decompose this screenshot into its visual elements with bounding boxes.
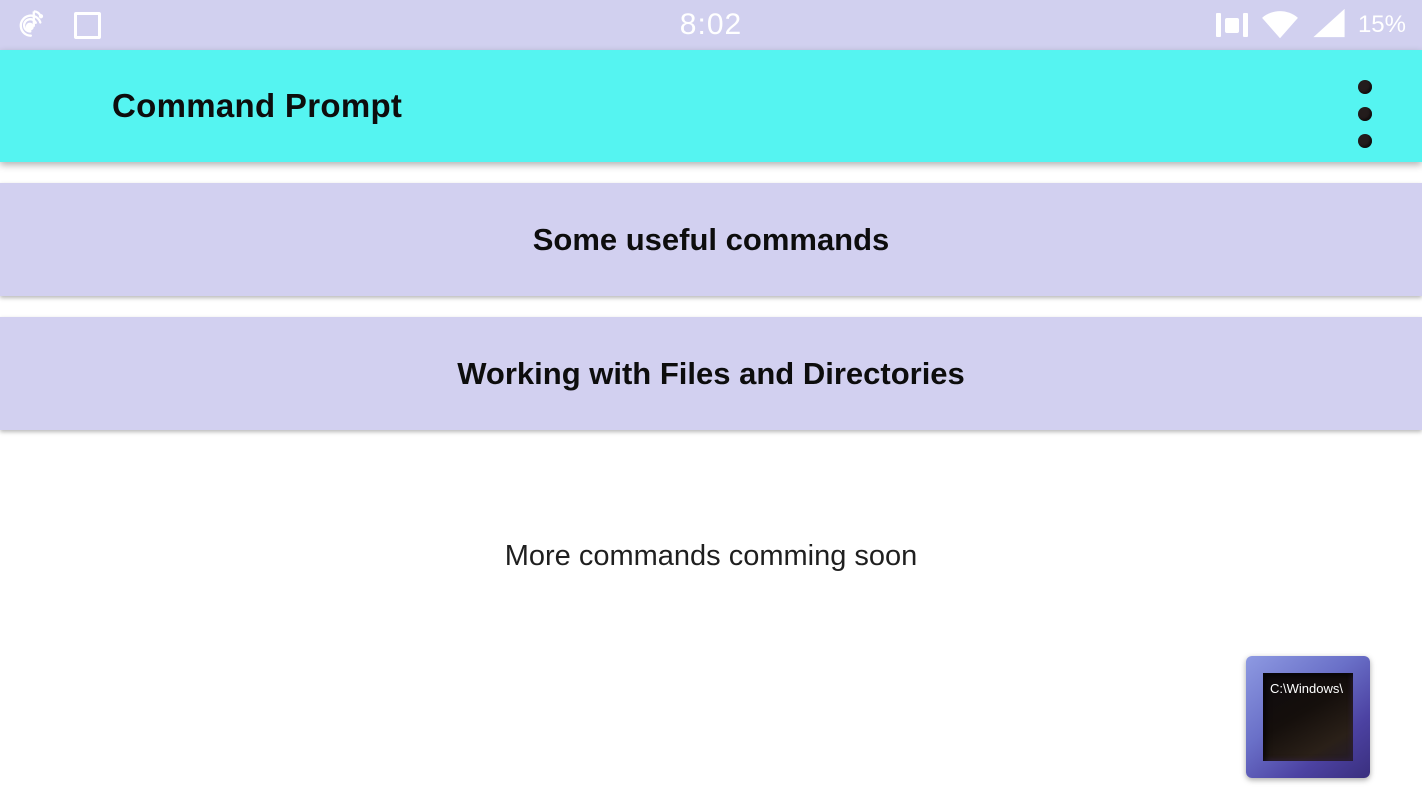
overflow-dot [1358,107,1372,121]
status-bar-notification-icons [16,4,101,47]
overflow-menu-button[interactable] [1354,76,1376,152]
battery-percentage: 15% [1357,11,1406,38]
status-bar: 8:02 15% [0,0,1422,50]
cellular-signal-icon [1312,8,1346,43]
section-label: Working with Files and Directories [457,355,965,391]
wifi-icon [1260,7,1300,44]
section-button-some-useful-commands[interactable]: Some useful commands [0,183,1422,296]
app-bar: Command Prompt [0,50,1422,162]
command-prompt-icon-screen: C:\Windows\ [1263,673,1353,761]
square-notification-icon [74,11,101,39]
page-title: Command Prompt [112,87,403,124]
coming-soon-note: More commands comming soon [504,540,918,572]
command-prompt-icon-text: C:\Windows\ [1270,681,1343,696]
section-button-working-with-files-and-directories[interactable]: Working with Files and Directories [0,317,1422,430]
section-label: Some useful commands [532,221,890,257]
vibrate-icon [1215,13,1248,37]
overflow-dot [1358,80,1372,94]
status-bar-system-icons: 15% [1215,7,1406,44]
command-prompt-app-icon[interactable]: C:\Windows\ [1246,656,1370,778]
overflow-dot [1358,134,1372,148]
music-notification-icon [16,4,52,47]
content-area: Some useful commands Working with Files … [0,162,1422,573]
clock: 8:02 [679,8,743,41]
